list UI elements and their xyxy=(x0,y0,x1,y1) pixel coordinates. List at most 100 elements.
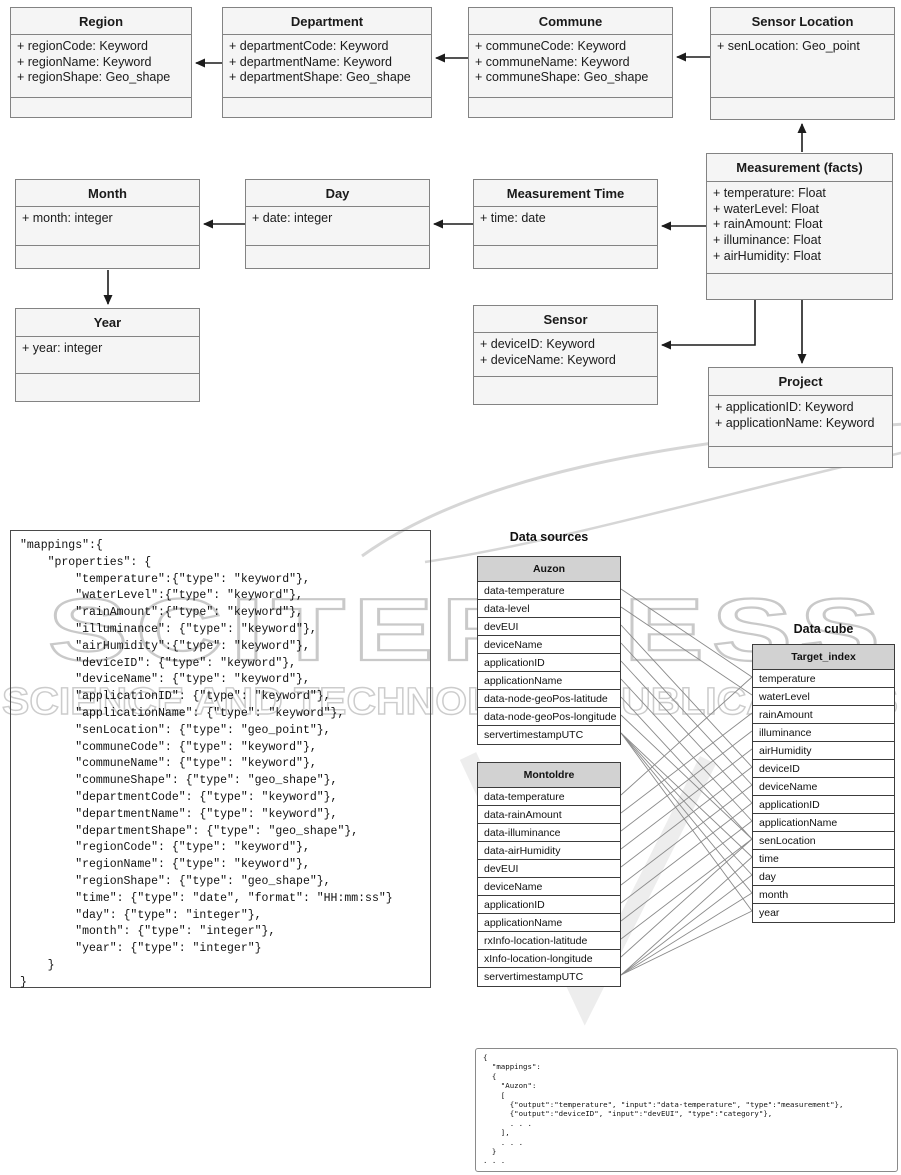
table-row: data-temperature xyxy=(478,788,620,806)
table-row: xInfo-location-longitude xyxy=(478,950,620,968)
entity-title: Project xyxy=(778,374,823,389)
table-row: deviceName xyxy=(478,636,620,654)
mapping-line xyxy=(620,606,753,696)
entity-measurement-time: Measurement Time + time: date xyxy=(473,179,658,269)
mappings-schema-code-block: "mappings":{ "properties": { "temperatur… xyxy=(10,530,431,989)
mapping-line xyxy=(620,802,753,904)
entity-attributes: + regionCode: Keyword + regionName: Keyw… xyxy=(11,34,191,97)
mapping-line xyxy=(620,784,753,886)
table-row: applicationName xyxy=(753,814,894,832)
table-row: deviceID xyxy=(753,760,894,778)
entity-measurement-facts: Measurement (facts) + temperature: Float… xyxy=(706,153,893,300)
table-row: illuminance xyxy=(753,724,894,742)
entity-attributes: + month: integer xyxy=(16,206,199,245)
table-row: data-node-geoPos-longitude xyxy=(478,708,620,726)
entity-attributes: + departmentCode: Keyword + departmentNa… xyxy=(223,34,431,97)
entity-attributes: + temperature: Float + waterLevel: Float… xyxy=(707,181,892,273)
table-row: year xyxy=(753,904,894,922)
table-header: Auzon xyxy=(478,557,620,582)
entity-title: Sensor xyxy=(543,311,588,327)
mapping-line xyxy=(620,732,753,858)
mapping-line xyxy=(620,678,753,822)
entity-footer xyxy=(474,376,657,404)
entity-title: Month xyxy=(88,185,127,201)
table-row: data-rainAmount xyxy=(478,806,620,824)
table-row: data-node-geoPos-latitude xyxy=(478,690,620,708)
entity-year: Year + year: integer xyxy=(15,308,200,402)
entity-sensor-location: Sensor Location + senLocation: Geo_point xyxy=(710,7,895,120)
mapping-line xyxy=(620,676,753,796)
mappings-example-code-block: { "mappings": { "Auzon": [ {"output":"te… xyxy=(475,1048,898,1172)
entity-attributes: + applicationID: Keyword + applicationNa… xyxy=(709,395,892,446)
table-row: day xyxy=(753,868,894,886)
entity-commune: Commune + communeCode: Keyword + commune… xyxy=(468,7,673,118)
mapping-line xyxy=(620,588,753,678)
entity-title: Day xyxy=(325,185,350,201)
entity-footer xyxy=(469,97,672,117)
table-row: applicationID xyxy=(753,796,894,814)
mapping-line xyxy=(620,838,753,958)
entity-department: Department + departmentCode: Keyword + d… xyxy=(222,7,432,118)
table-row: servertimestampUTC xyxy=(478,968,620,986)
mapping-line xyxy=(620,820,753,922)
entity-attributes: + communeCode: Keyword + communeName: Ke… xyxy=(469,34,672,97)
mapping-line xyxy=(620,732,753,876)
data-sources-label: Data sources xyxy=(509,530,589,544)
table-row: data-airHumidity xyxy=(478,842,620,860)
table-row: rxInfo-location-latitude xyxy=(478,932,620,950)
table-row: waterLevel xyxy=(753,688,894,706)
entity-footer xyxy=(16,245,199,268)
mapping-line xyxy=(620,838,753,940)
mapping-line xyxy=(620,874,753,976)
arrow-measurement-sensor xyxy=(661,300,756,350)
entity-attributes: + time: date xyxy=(474,206,657,245)
table-row: data-level xyxy=(478,600,620,618)
mapping-line xyxy=(620,730,753,832)
entity-title: Region xyxy=(78,13,124,29)
table-row: deviceName xyxy=(478,878,620,896)
data-cube-label: Data cube xyxy=(793,622,854,636)
table-row: deviceName xyxy=(753,778,894,796)
entity-title: Measurement (facts) xyxy=(736,160,863,175)
entity-footer xyxy=(711,97,894,119)
table-row: servertimestampUTC xyxy=(478,726,620,744)
entity-region: Region + regionCode: Keyword + regionNam… xyxy=(10,7,192,118)
entity-title: Commune xyxy=(538,13,603,29)
table-row: airHumidity xyxy=(753,742,894,760)
entity-footer xyxy=(246,245,429,268)
entity-title: Measurement Time xyxy=(506,185,625,201)
table-row: rainAmount xyxy=(753,706,894,724)
entity-footer xyxy=(223,97,431,117)
entity-footer xyxy=(707,273,892,299)
entity-project: Project + applicationID: Keyword + appli… xyxy=(708,367,893,468)
mapping-line xyxy=(620,732,753,912)
mapping-line xyxy=(620,642,753,786)
table-row: applicationName xyxy=(478,672,620,690)
entity-day: Day + date: integer xyxy=(245,179,430,269)
entity-footer xyxy=(474,245,657,268)
mapping-line xyxy=(620,714,753,840)
entity-attributes: + deviceID: Keyword + deviceName: Keywor… xyxy=(474,332,657,376)
table-row: month xyxy=(753,886,894,904)
entity-footer xyxy=(16,373,199,401)
entity-sensor: Sensor + deviceID: Keyword + deviceName:… xyxy=(473,305,658,405)
table-row: temperature xyxy=(753,670,894,688)
table-row: data-temperature xyxy=(478,582,620,600)
entity-title: Department xyxy=(290,13,364,29)
watermark-swoosh-top2 xyxy=(424,451,901,564)
entity-attributes: + year: integer xyxy=(16,336,199,373)
table-row: applicationID xyxy=(478,654,620,672)
entity-attributes: + senLocation: Geo_point xyxy=(711,34,894,97)
entity-footer xyxy=(709,446,892,467)
mapping-line xyxy=(620,660,753,804)
table-row: data-illuminance xyxy=(478,824,620,842)
entity-footer xyxy=(11,97,191,117)
mapping-line xyxy=(620,696,753,840)
